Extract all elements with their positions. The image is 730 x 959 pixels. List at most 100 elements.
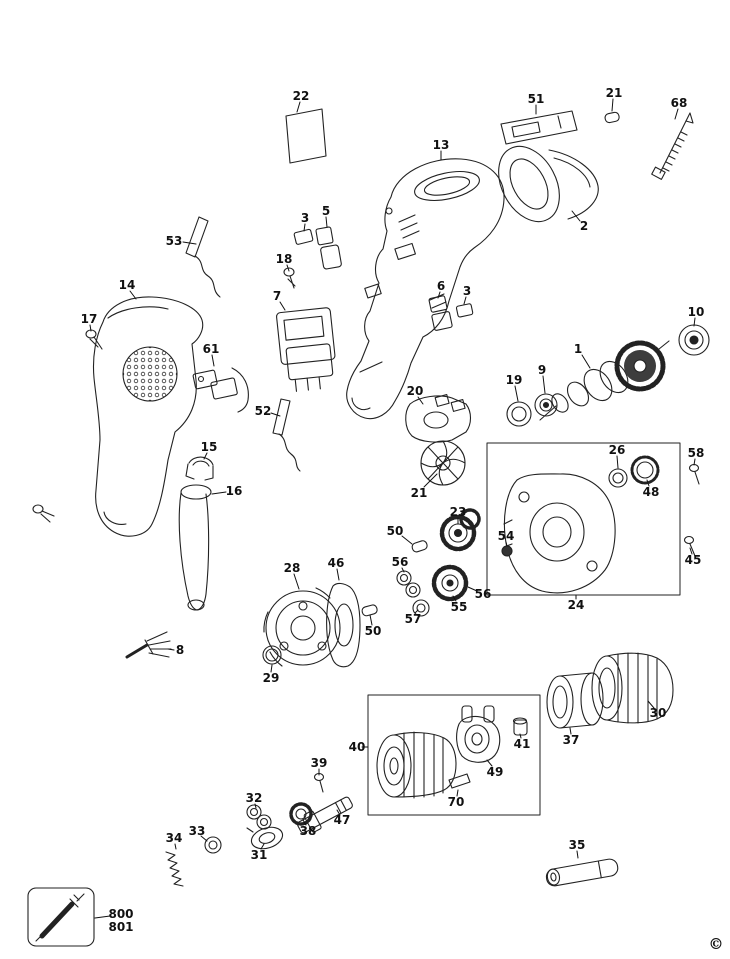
part-28-clutch-housing xyxy=(263,587,341,667)
part-8-brush-tool xyxy=(125,631,172,659)
leader-15 xyxy=(203,452,208,460)
part-2-field xyxy=(498,145,599,223)
leader-57 xyxy=(414,609,419,614)
leader-21 xyxy=(423,473,438,488)
leader-lines xyxy=(89,98,696,919)
leader-50 xyxy=(369,614,373,626)
leader-19 xyxy=(514,385,519,402)
leader-56 xyxy=(467,586,478,592)
leader-18 xyxy=(286,264,290,272)
part-32-washers xyxy=(246,804,272,830)
part-46-plate xyxy=(326,582,361,668)
leader-16 xyxy=(211,491,227,495)
part-49-cam xyxy=(456,705,501,763)
leader-6 xyxy=(437,291,441,299)
part-20-baffle xyxy=(405,394,472,443)
group-40-box xyxy=(367,694,541,816)
part-15-clamp xyxy=(185,456,214,481)
leader-52 xyxy=(270,412,281,417)
leader-800 xyxy=(94,915,111,919)
leader-8 xyxy=(167,648,175,651)
leader-3 xyxy=(303,223,306,232)
part-35-rod xyxy=(545,858,619,887)
part-56-washers xyxy=(396,570,421,598)
part-50-pin-a xyxy=(411,540,428,553)
part-18-screw xyxy=(283,267,296,289)
leader-32 xyxy=(254,803,257,809)
leader-38 xyxy=(302,819,307,826)
leader-30 xyxy=(647,700,655,709)
part-61-cord-clamp xyxy=(192,367,249,413)
part-9-bearing xyxy=(534,393,558,417)
part-55-gear xyxy=(431,564,469,602)
leader-35 xyxy=(576,850,579,859)
fan xyxy=(420,440,466,486)
part-50-pin-b xyxy=(361,604,378,617)
part-57-washer xyxy=(412,599,430,617)
leader-26 xyxy=(616,455,619,469)
leader-3 xyxy=(463,296,467,305)
part-26-circlip xyxy=(608,468,628,488)
leader-10 xyxy=(693,317,696,327)
leader-55 xyxy=(452,595,457,602)
part-51-brush-cover xyxy=(500,110,578,145)
part-52-carbon-brush xyxy=(272,398,301,472)
part-70-clip xyxy=(448,773,471,789)
part-17-screw xyxy=(85,329,103,350)
part-24-gear-case xyxy=(503,473,616,594)
leader-47 xyxy=(336,809,341,816)
leader-28 xyxy=(293,573,300,590)
part-68-bit xyxy=(651,112,694,180)
part-7-switch xyxy=(276,307,336,392)
grease-tube xyxy=(35,893,85,942)
part-40-collar xyxy=(376,731,457,799)
copyright: © xyxy=(708,935,724,953)
part-23-gear xyxy=(439,508,481,552)
kit-800-box xyxy=(27,887,95,947)
part-29-oring xyxy=(262,645,282,665)
leader-9 xyxy=(542,375,546,394)
part-6-brush-holder xyxy=(428,295,453,331)
part-14-handle xyxy=(92,296,204,537)
leader-2 xyxy=(571,210,581,222)
part-54-ball xyxy=(501,545,513,557)
part-58-screw xyxy=(688,463,700,485)
leader-45 xyxy=(689,547,693,555)
group-24-box xyxy=(486,442,681,596)
part-38-gear xyxy=(289,802,313,826)
leader-14 xyxy=(129,290,137,300)
leader-1 xyxy=(581,354,591,369)
part-21-pin xyxy=(604,111,620,124)
leader-22 xyxy=(296,101,301,113)
part-34-spring xyxy=(165,851,184,887)
leader-31 xyxy=(260,843,265,850)
part-3-brush xyxy=(293,228,314,245)
leader-29 xyxy=(270,664,273,673)
leader-54 xyxy=(505,541,508,547)
leader-17 xyxy=(89,324,92,332)
part-16-cord-guard xyxy=(178,484,212,611)
part-37-sleeve xyxy=(546,672,604,729)
leader-5 xyxy=(325,216,328,228)
leader-49 xyxy=(486,759,493,767)
leader-56 xyxy=(401,567,405,573)
part-13-motor-housing xyxy=(346,158,505,420)
part-22-label-plate xyxy=(285,108,327,164)
leader-68 xyxy=(674,108,679,120)
leader-7 xyxy=(279,301,286,311)
leader-34 xyxy=(174,843,177,850)
part-41-pin xyxy=(512,717,528,736)
part-33-washer xyxy=(204,836,222,854)
part-39-screw xyxy=(313,772,325,793)
part-10-bearing xyxy=(678,324,710,356)
leader-33 xyxy=(200,835,208,842)
part-31-plate xyxy=(246,826,284,850)
handle-screw xyxy=(32,504,55,523)
leader-61 xyxy=(211,354,215,367)
leader-58 xyxy=(693,458,696,466)
part-45-screw xyxy=(683,535,696,557)
leader-21 xyxy=(611,98,614,112)
part-1-armature xyxy=(539,340,670,421)
